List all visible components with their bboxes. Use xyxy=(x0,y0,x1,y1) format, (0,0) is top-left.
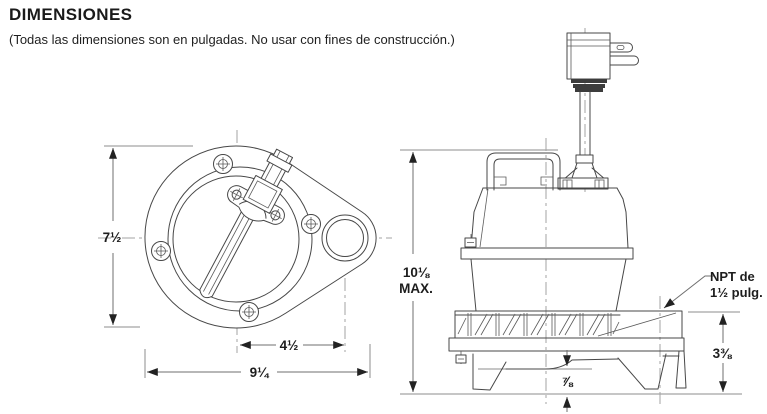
volute-flange-outline xyxy=(144,145,377,329)
section-subtitle: (Todas las dimensiones son en pulgadas. … xyxy=(9,32,455,47)
section-title: DIMENSIONES xyxy=(9,5,133,24)
discharge-port-top xyxy=(321,214,369,262)
side-view-drawing: 10⅛ MAX. NPT de 1½ pulg. 3⅜ ⅞ xyxy=(399,28,763,412)
npt-callout: NPT de 1½ pulg. xyxy=(663,269,763,309)
dim-top-view-width: 9¼ xyxy=(144,344,371,380)
cord-entry-flange xyxy=(557,177,609,190)
dim-label-side-height-qualifier: MAX. xyxy=(399,281,433,296)
dim-top-view-height: 7½ xyxy=(103,145,193,328)
base-plate-and-legs xyxy=(455,350,687,391)
far-right-leg xyxy=(675,350,687,389)
power-plug xyxy=(557,32,639,190)
dim-label-bottom-clearance: ⅞ xyxy=(561,374,573,389)
housing-flange xyxy=(460,247,634,260)
motor-housing xyxy=(460,187,634,260)
dim-label-discharge-height: 3⅜ xyxy=(713,346,733,361)
left-leg xyxy=(472,353,507,391)
cord-clamp-assembly xyxy=(227,148,294,225)
dim-bottom-clearance: ⅞ xyxy=(561,350,573,412)
dim-label-side-height: 10⅛ xyxy=(403,265,430,280)
plug-prong-lower xyxy=(609,55,639,66)
npt-label-line1: NPT de xyxy=(710,269,755,284)
dim-label-discharge-offset: 4½ xyxy=(280,338,299,353)
dim-label-top-width: 9¼ xyxy=(250,365,271,380)
handle-side-view xyxy=(486,152,561,191)
plug-prong-upper xyxy=(609,42,633,53)
dim-side-height: 10⅛ MAX. xyxy=(399,152,433,392)
right-leg xyxy=(617,353,667,390)
page-header: DIMENSIONES (Todas las dimensiones son e… xyxy=(9,5,609,47)
clamp-cap xyxy=(242,174,283,214)
top-view-drawing: 7½ 4½ 9¼ xyxy=(98,130,392,380)
npt-label-line2: 1½ pulg. xyxy=(710,285,763,300)
flange-bolt-ears xyxy=(151,154,321,322)
volute-body xyxy=(470,258,627,312)
dim-discharge-height: 3⅜ xyxy=(713,314,733,392)
dim-label-top-height: 7½ xyxy=(103,230,122,245)
pump-body-circle xyxy=(172,175,300,303)
power-cord xyxy=(579,91,591,163)
strainer-base xyxy=(448,310,685,352)
cord-entry-fitting xyxy=(571,162,598,179)
dim-discharge-offset: 4½ xyxy=(240,338,344,353)
